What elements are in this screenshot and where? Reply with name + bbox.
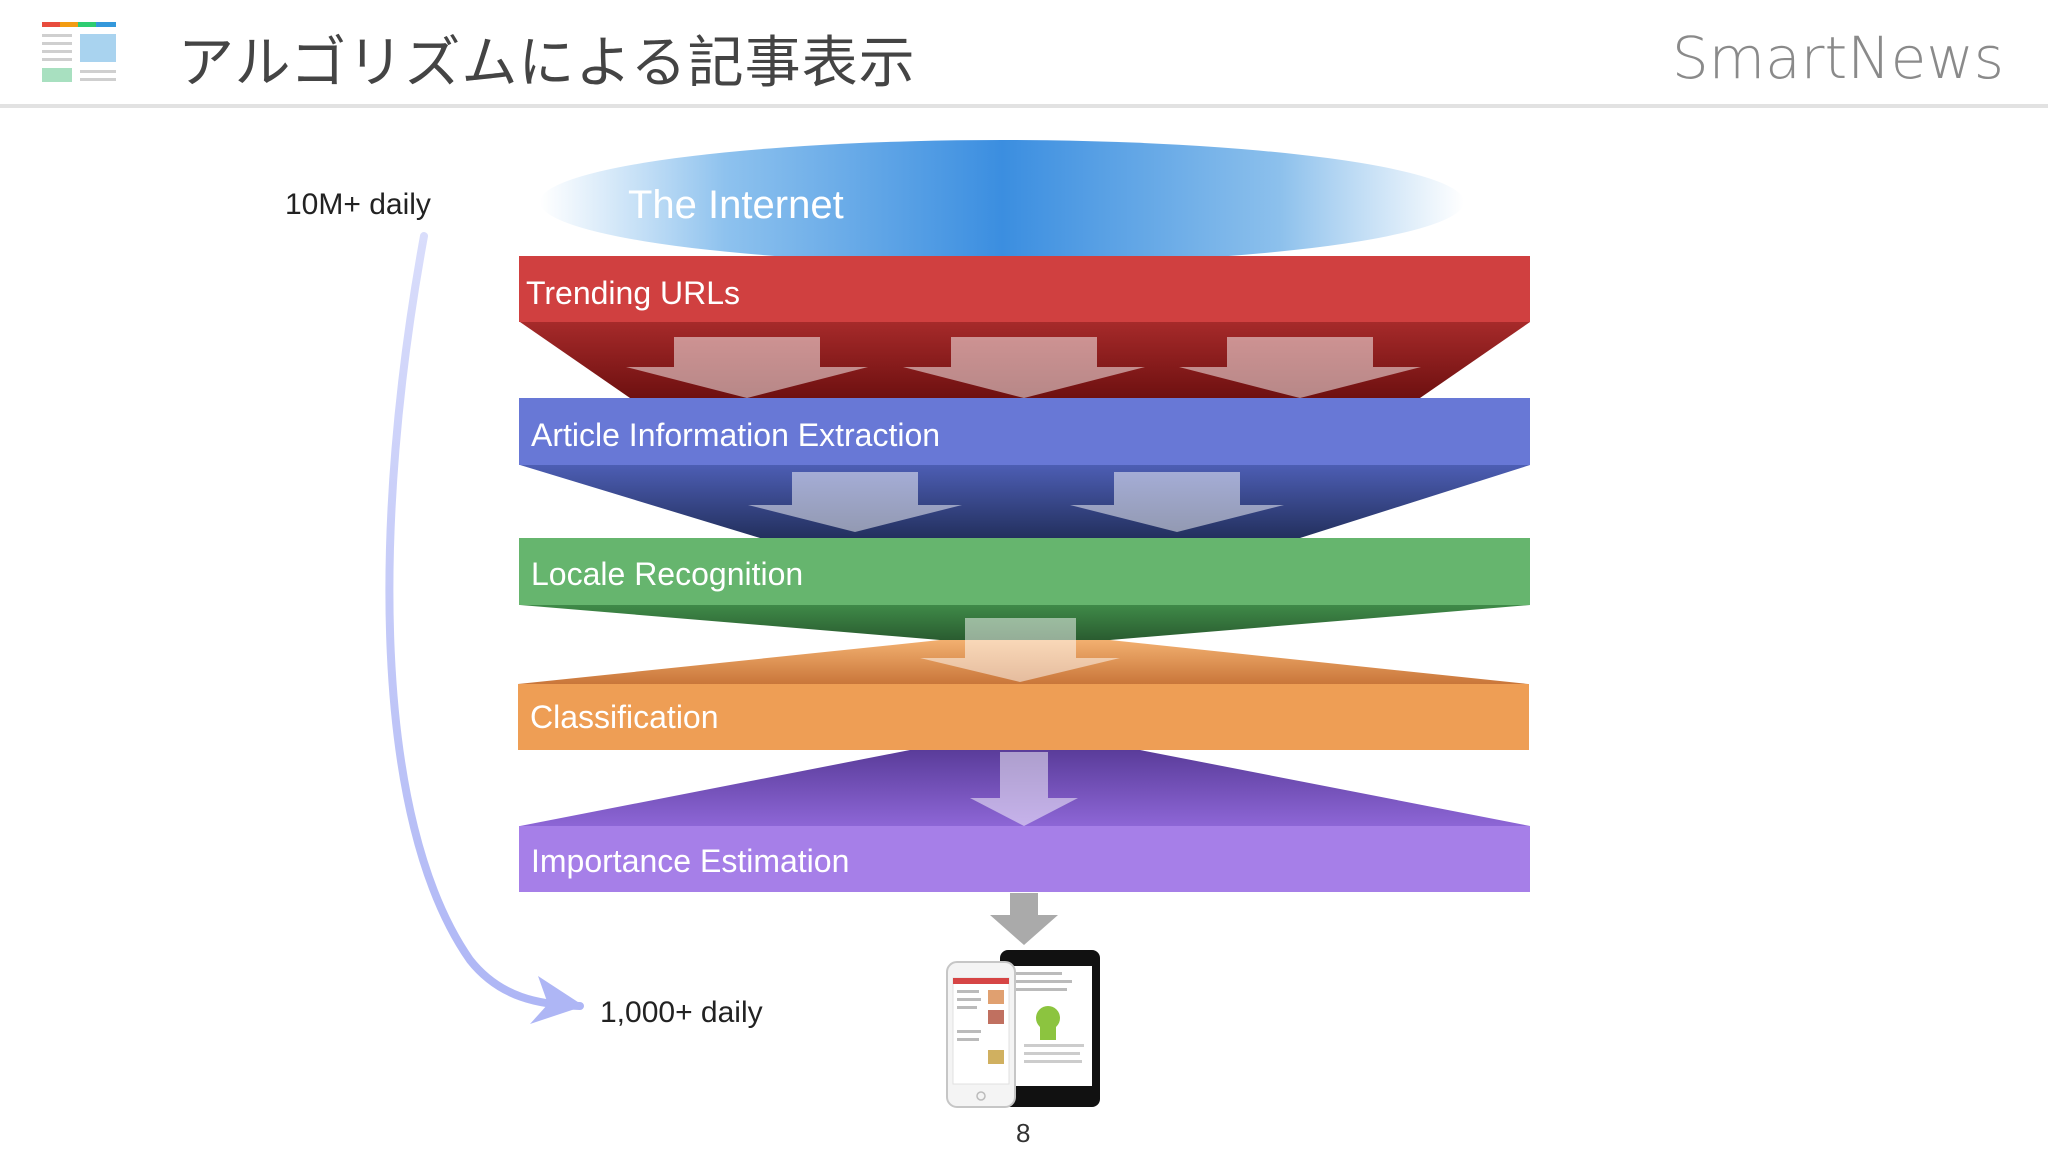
output-arrow-icon <box>990 893 1058 945</box>
layer-article-extraction <box>519 398 1530 465</box>
header-divider <box>0 104 2048 108</box>
layer-label: Locale Recognition <box>531 556 803 592</box>
flow-arrows <box>626 337 1421 826</box>
funnel-connector-2 <box>520 465 1530 538</box>
smartnews-logo-icon <box>42 22 116 82</box>
layer-importance-estimation <box>519 826 1530 892</box>
output-volume-label: 1,000+ daily <box>600 996 763 1029</box>
down-arrow-icon <box>1070 472 1284 532</box>
layer-label: Classification <box>530 699 719 735</box>
layer-label: Article Information Extraction <box>531 417 940 453</box>
curved-arrowhead <box>530 976 584 1024</box>
down-arrow-icon <box>970 752 1078 826</box>
layer-classification <box>518 684 1529 750</box>
internet-label: The Internet <box>628 183 844 227</box>
layer-label: Importance Estimation <box>531 843 849 879</box>
internet-cloud <box>540 140 1464 264</box>
down-arrow-icon <box>920 618 1120 682</box>
page-number: 8 <box>1016 1118 1031 1148</box>
layer-trending-urls <box>519 256 1530 322</box>
input-volume-label: 10M+ daily <box>285 188 431 221</box>
smartphone-tablet-icon <box>946 950 1100 1108</box>
down-arrow-icon <box>903 337 1145 398</box>
page-title: アルゴリズムによる記事表示 <box>178 31 916 96</box>
brand-wordmark: SmartNews <box>1671 24 2004 92</box>
down-arrow-icon <box>748 472 962 532</box>
layer-locale-recognition <box>519 538 1530 605</box>
down-arrow-icon <box>1179 337 1421 398</box>
slide-header: アルゴリズムによる記事表示 SmartNews <box>0 0 2048 110</box>
down-arrow-icon <box>626 337 868 398</box>
curved-arrow-icon <box>385 232 584 1010</box>
layer-label: Trending URLs <box>526 275 740 311</box>
